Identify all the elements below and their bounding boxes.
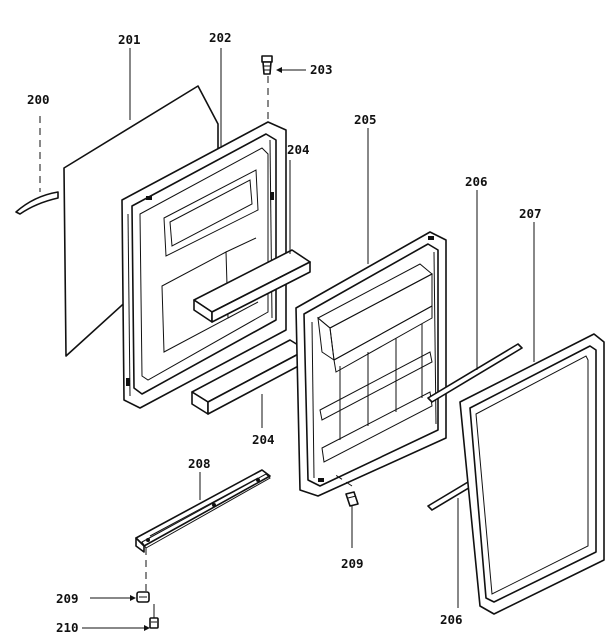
part-202-door-frame <box>121 48 287 409</box>
callout-200: 200 <box>27 92 50 107</box>
callout-206-bottom: 206 <box>440 612 463 627</box>
callout-205: 205 <box>354 112 377 127</box>
part-210-screw <box>82 604 159 631</box>
callout-201: 201 <box>118 32 141 47</box>
callout-203: 203 <box>310 62 333 77</box>
callout-209-right: 209 <box>341 556 364 571</box>
callout-209-left: 209 <box>56 591 79 606</box>
callout-208: 208 <box>188 456 211 471</box>
callout-210: 210 <box>56 620 79 635</box>
callout-206-top: 206 <box>465 174 488 189</box>
part-207-gasket <box>459 222 605 615</box>
part-208-bracket <box>135 469 271 596</box>
callout-207: 207 <box>519 206 542 221</box>
part-209-screw-left <box>90 591 150 603</box>
callout-202: 202 <box>209 30 232 45</box>
part-204-pad-upper <box>193 160 311 323</box>
callout-204-top: 204 <box>287 142 310 157</box>
part-204-pad-lower <box>191 339 307 428</box>
part-200-handle-strip <box>15 116 59 215</box>
part-205-inner-liner <box>295 128 447 497</box>
part-203-peg <box>261 55 306 120</box>
part-206-rod-upper <box>427 190 523 403</box>
part-209-screw-right <box>333 473 359 548</box>
callout-204-bottom: 204 <box>252 432 275 447</box>
